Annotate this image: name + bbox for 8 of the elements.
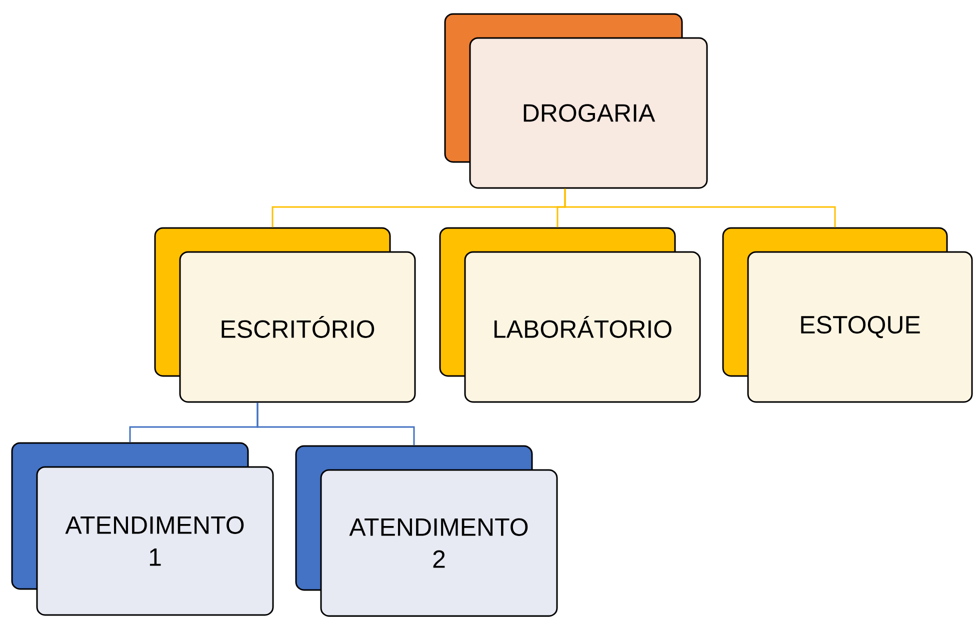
org-box: ATENDIMENTO 2 (295, 445, 558, 617)
connector-line (564, 188, 836, 228)
org-box: LABORÁTORIO (439, 227, 701, 403)
org-box: ESTOQUE (722, 227, 973, 403)
org-box: ATENDIMENTO 1 (11, 442, 274, 616)
connector-line (256, 402, 415, 446)
org-box: ESCRITÓRIO (154, 227, 416, 403)
org-box: DROGARIA (444, 13, 708, 189)
